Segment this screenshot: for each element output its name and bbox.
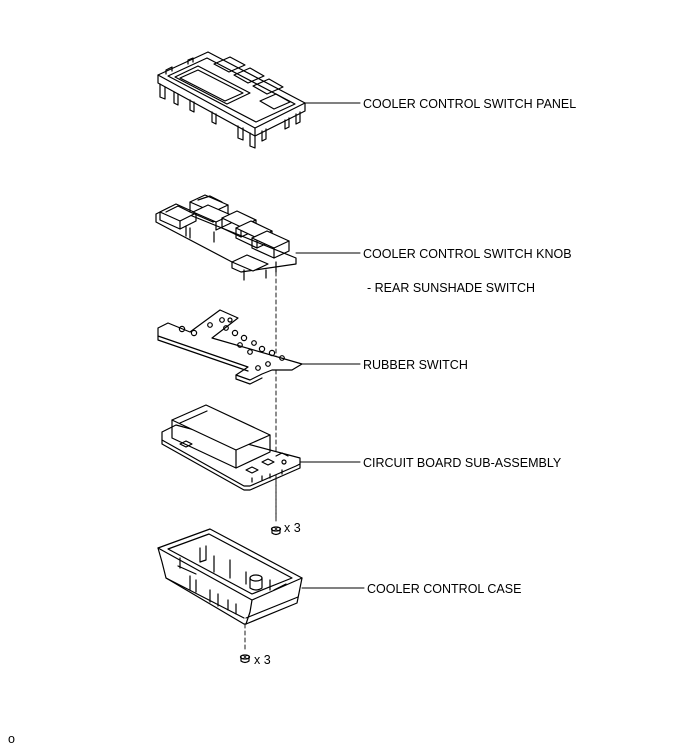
screw-icon [270, 526, 282, 536]
label-cooler-control-case: COOLER CONTROL CASE [367, 582, 522, 596]
cooler-control-switch-panel [157, 51, 306, 149]
circuit-board-sub-assembly [161, 404, 301, 491]
cooler-control-switch-knob [155, 194, 297, 281]
label-circuit-board-sub-assembly: CIRCUIT BOARD SUB-ASSEMBLY [363, 456, 562, 470]
screw-quantity-upper: x 3 [284, 521, 301, 535]
screw-icon [239, 654, 251, 664]
cooler-control-case [157, 528, 303, 625]
label-rear-sunshade-switch: - REAR SUNSHADE SWITCH [367, 281, 536, 295]
rubber-switch [157, 309, 303, 385]
label-cooler-control-switch-panel: COOLER CONTROL SWITCH PANEL [363, 97, 577, 111]
label-cooler-control-switch-knob: COOLER CONTROL SWITCH KNOB [363, 247, 572, 261]
figure-reference: o [8, 732, 15, 746]
label-rubber-switch: RUBBER SWITCH [363, 358, 468, 372]
screw-quantity-lower: x 3 [254, 653, 271, 667]
